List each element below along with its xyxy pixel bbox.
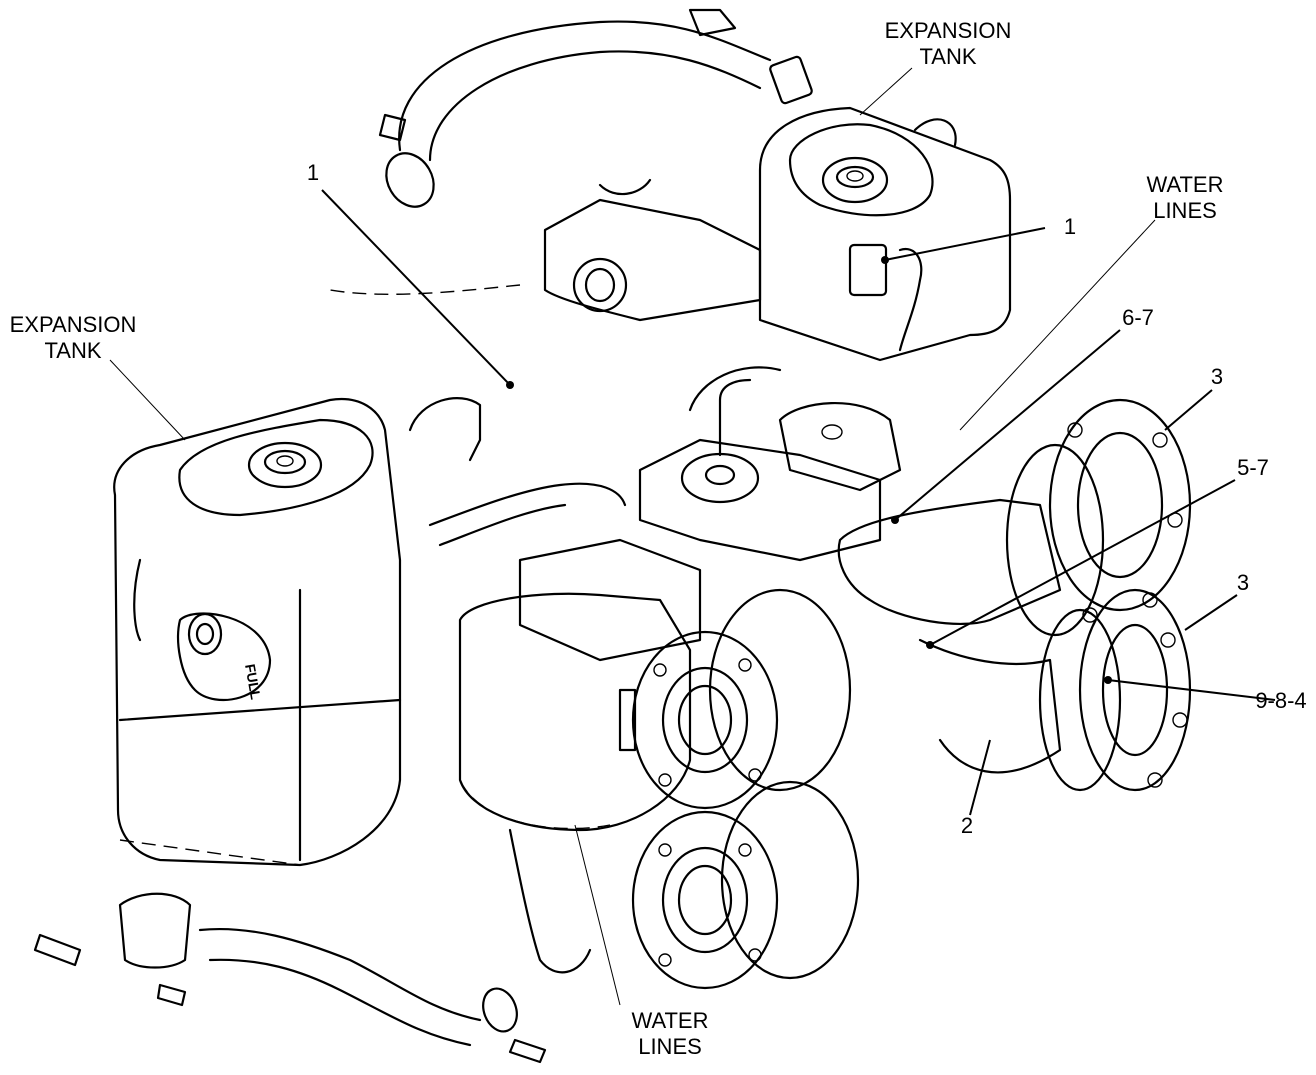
leader-item-3-upper	[1164, 389, 1213, 431]
heat-exchanger-body	[458, 538, 702, 974]
label-water-lines-bottom: WATER LINES	[631, 1008, 709, 1059]
leader-item-5-7	[929, 479, 1236, 646]
leader-item-1-left	[321, 189, 511, 386]
water-line-tubes	[408, 247, 923, 547]
label-item-1-left: 1	[306, 160, 320, 185]
leader-water-lines-bottom	[574, 824, 621, 1006]
label-water-lines-top: WATER LINES	[1146, 172, 1224, 223]
left-expansion-tank	[113, 397, 402, 867]
label-item-5-7: 5-7	[1237, 455, 1269, 480]
leader-expansion-tank-top	[859, 67, 913, 116]
leader-item-3-lower	[1184, 594, 1238, 631]
leader-item-2	[969, 739, 991, 816]
leader-water-lines-top	[959, 219, 1156, 431]
label-item-9-8-4: 9-8-4	[1255, 688, 1307, 713]
leader-item-1-right	[884, 227, 1046, 261]
pump-housing	[638, 366, 902, 562]
leader-expansion-tank-left	[109, 359, 186, 441]
right-elbow-pipes	[837, 398, 1192, 792]
label-item-3-lower: 3	[1236, 570, 1250, 595]
tank-gauge-label: FULL	[242, 663, 264, 701]
label-item-3-upper: 3	[1210, 364, 1224, 389]
upper-expansion-tank	[758, 106, 1012, 362]
upper-hose	[378, 8, 813, 208]
label-item-2: 2	[960, 813, 974, 838]
label-expansion-tank-left: EXPANSION TANK	[9, 312, 137, 363]
lower-left-hoses	[33, 892, 547, 1064]
leader-dots	[506, 256, 1112, 684]
leader-item-9-8-4	[1107, 679, 1276, 701]
label-item-6-7: 6-7	[1122, 305, 1154, 330]
label-item-1-right: 1	[1063, 214, 1077, 239]
upper-manifold-block	[329, 178, 762, 322]
leader-lines	[109, 67, 1276, 1006]
label-expansion-tank-top: EXPANSION TANK	[884, 18, 1012, 69]
leader-item-6-7	[894, 329, 1121, 521]
front-flanges	[618, 588, 860, 990]
